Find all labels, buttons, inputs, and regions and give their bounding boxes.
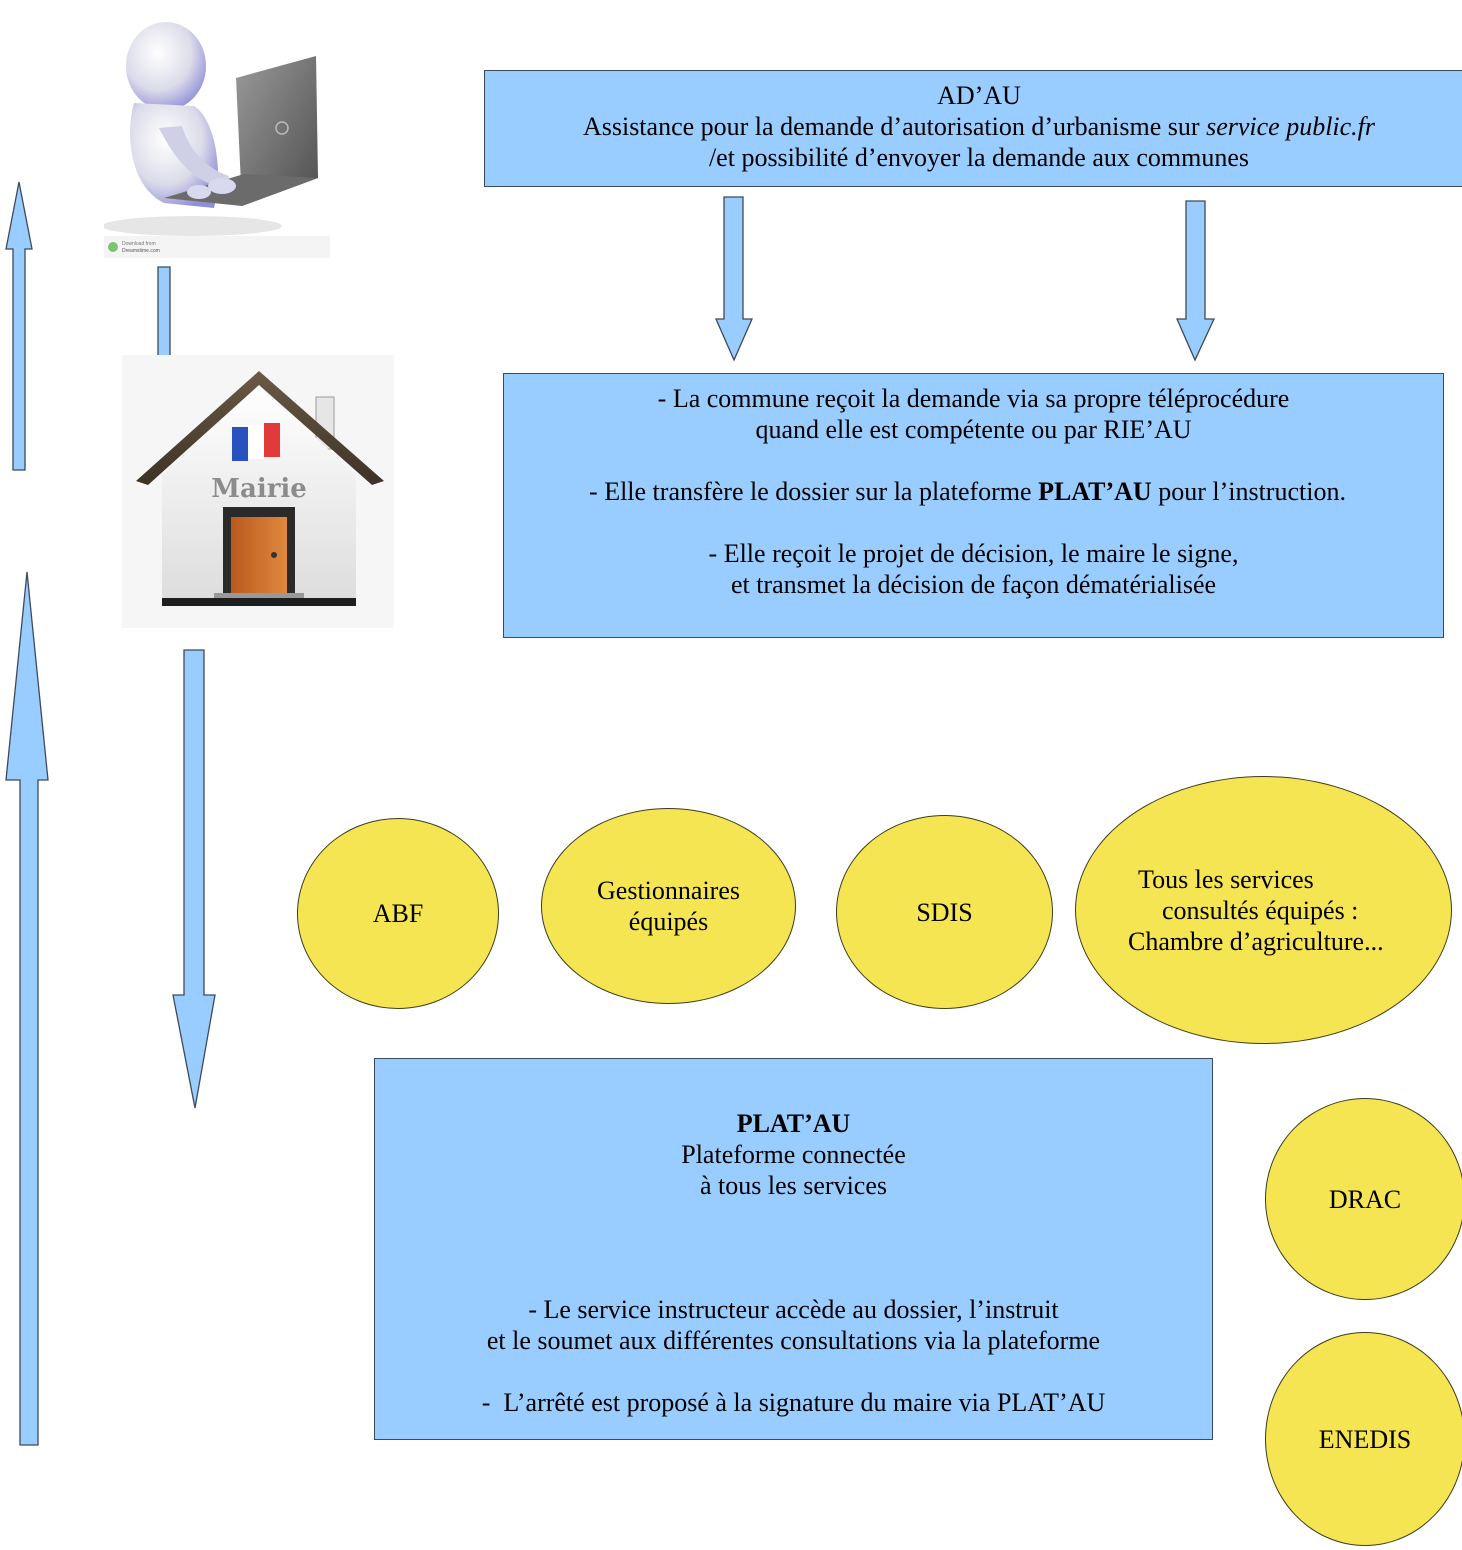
adau-box: AD’AU Assistance pour la demande d’autor… <box>484 70 1462 187</box>
mairie-illustration: Mairie <box>122 355 394 628</box>
drac-label: DRAC <box>1328 1184 1402 1214</box>
commune-p3-line1: - Elle reçoit le projet de décision, le … <box>708 539 1239 568</box>
platau-p2: - L’arrêté est proposé à la signature du… <box>481 1388 1106 1417</box>
circle-drac: DRAC <box>1265 1098 1462 1300</box>
service-public-link-text: service public.fr <box>1206 112 1376 141</box>
tous-line2: consultés équipés : <box>1162 895 1359 925</box>
circle-tous-services: Tous les services consultés équipés : Ch… <box>1075 776 1452 1044</box>
gestionnaires-line1: Gestionnaires <box>597 876 740 905</box>
circle-enedis: ENEDIS <box>1265 1332 1462 1546</box>
abf-label: ABF <box>372 899 424 928</box>
platau-bold-text: PLAT’AU <box>1038 477 1152 506</box>
arrow-up-long-left <box>5 571 49 1446</box>
enedis-label: ENEDIS <box>1318 1424 1412 1454</box>
person-laptop-icon: Download from Dreamstime.com <box>102 22 330 258</box>
adau-description: Assistance pour la demande d’autorisatio… <box>582 112 1376 141</box>
circle-gestionnaires: Gestionnaires équipés <box>541 808 796 1004</box>
platau-p1-line1: - Le service instructeur accède au dossi… <box>528 1295 1059 1324</box>
arrow-up-top-left <box>5 181 33 471</box>
user-laptop-illustration: Download from Dreamstime.com <box>102 8 330 260</box>
commune-p1-line2: quand elle est compétente ou par RIE’AU <box>755 415 1192 444</box>
platau-p1-line2: et le soumet aux différentes consultatio… <box>486 1326 1101 1355</box>
circle-sdis: SDIS <box>836 815 1053 1009</box>
sdis-label: SDIS <box>916 897 973 927</box>
adau-description-line3: /et possibilité d’envoyer la demande aux… <box>708 143 1250 172</box>
mairie-label: Mairie <box>211 474 307 504</box>
gestionnaires-line2: équipés <box>628 907 709 936</box>
platau-title: PLAT’AU <box>736 1109 851 1138</box>
arrow-down-mairie-to-platau <box>172 649 216 1109</box>
circle-abf: ABF <box>297 818 499 1009</box>
platau-subtitle-line2: à tous les services <box>699 1171 887 1200</box>
tous-line1: Tous les services <box>1138 864 1314 894</box>
mairie-house-icon: Mairie <box>122 355 394 628</box>
commune-p3-line2: et transmet la décision de façon dématér… <box>730 570 1217 599</box>
arrow-down-adau-right <box>1176 200 1216 362</box>
platau-box: PLAT’AU Plateforme connectée à tous les … <box>374 1058 1213 1440</box>
arrow-down-adau-left <box>715 196 753 362</box>
commune-box: - La commune reçoit la demande via sa pr… <box>503 373 1444 638</box>
platau-subtitle-line1: Plateforme connectée <box>681 1140 906 1169</box>
tous-line3: Chambre d’agriculture... <box>1128 926 1384 956</box>
watermark-line2: Dreamstime.com <box>122 248 160 254</box>
commune-p1-line1: - La commune reçoit la demande via sa pr… <box>657 384 1290 413</box>
adau-title: AD’AU <box>937 81 1021 110</box>
watermark-line1: Download from <box>122 241 156 247</box>
commune-p2: - Elle transfère le dossier sur la plate… <box>589 477 1346 506</box>
